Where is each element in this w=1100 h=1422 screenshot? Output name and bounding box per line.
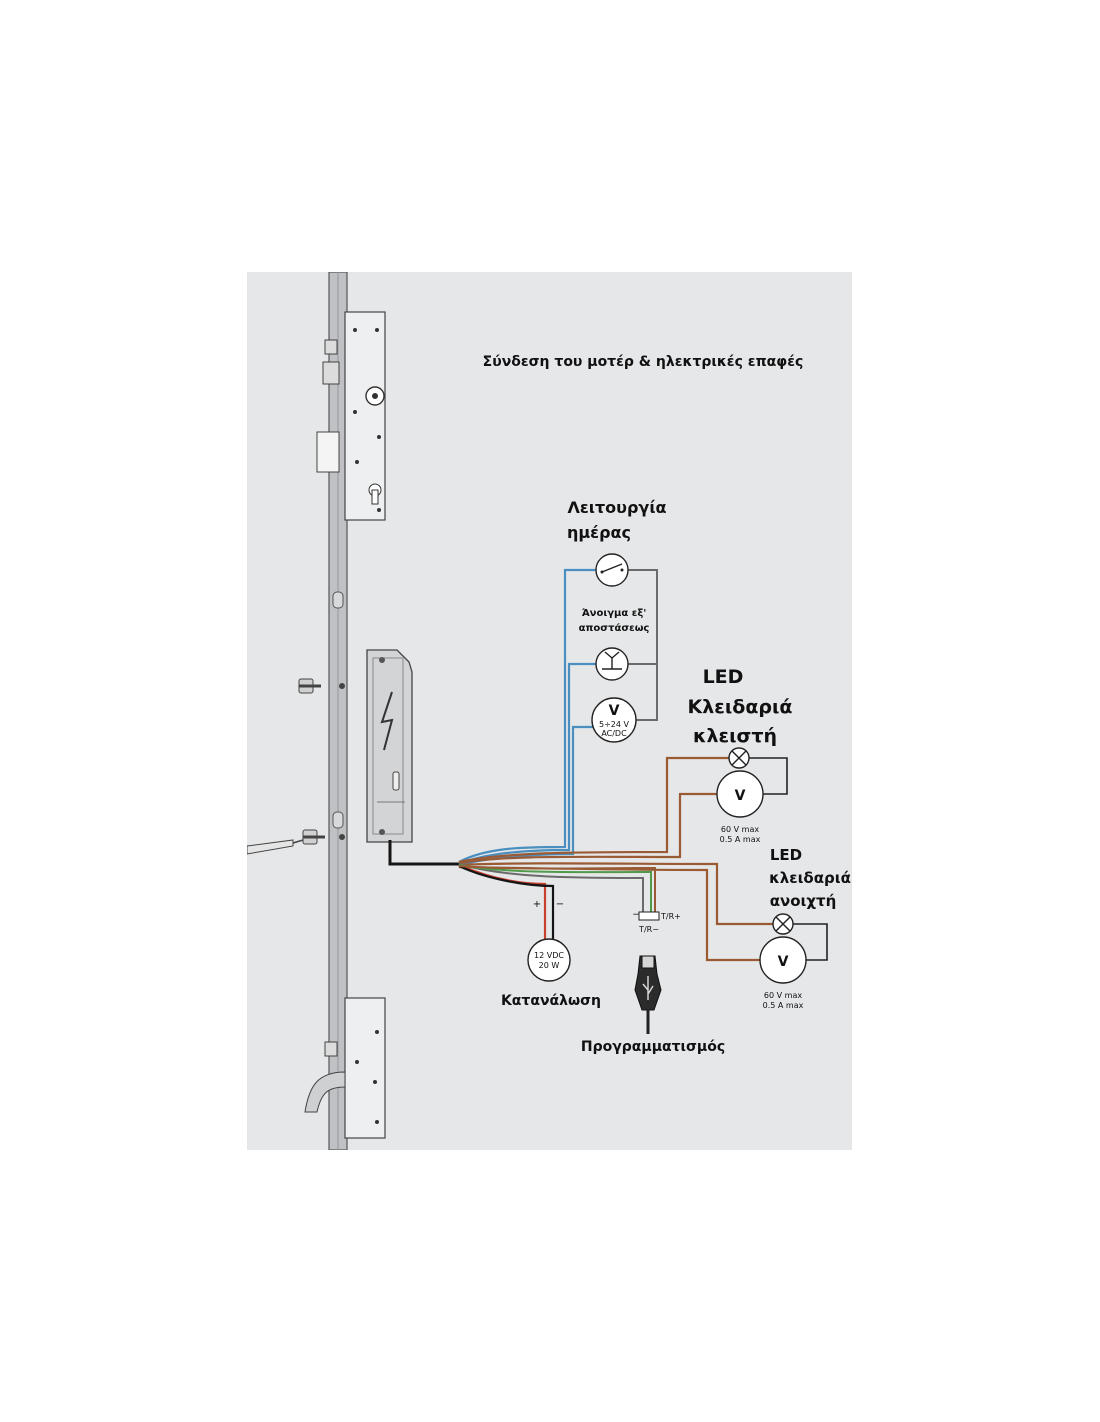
switch-icon	[595, 553, 629, 587]
consumption-label: Κατανάλωση	[501, 993, 601, 1009]
voltmeter-icon: V 5÷24 V AC/DC	[591, 697, 637, 743]
remote-label-2: αποστάσεως	[579, 622, 650, 634]
day-mode-label-1: Λειτουργία	[567, 498, 666, 517]
led-open-v: V	[778, 954, 789, 970]
diagram-panel: V 5÷24 V AC/DC V 60 V max 0.5 A max V 60…	[247, 272, 852, 1150]
led-open-rating1: 60 V max	[764, 991, 802, 1000]
led-closed-label-3: κλειστή	[693, 725, 777, 747]
led-closed-v: V	[735, 788, 746, 804]
programming-label: Προγραμματισμός	[581, 1039, 725, 1055]
upper-lock-case	[316, 311, 386, 521]
motor-unit	[366, 649, 413, 843]
led-open-label-3: ανοιχτή	[770, 892, 837, 910]
supply-wires	[458, 863, 555, 940]
led-open-label-2: κλειδαριά	[769, 869, 851, 887]
input-return-wires	[619, 569, 658, 721]
wiring-diagram: V 5÷24 V AC/DC V 60 V max 0.5 A max V 60…	[247, 272, 851, 1150]
power-supply-icon: 12 VDC 20 W	[527, 938, 571, 982]
led-closed-label-2: Κλειδαριά	[688, 696, 793, 718]
lower-lock-case	[304, 997, 386, 1139]
led-closed-label-1: LED	[703, 666, 744, 688]
input-range: 5÷24 V	[599, 720, 630, 729]
screw-icon	[302, 829, 345, 845]
lamp-icon	[728, 747, 750, 769]
led-open-label-1: LED	[770, 846, 802, 864]
tr-minus-sign: −	[632, 910, 640, 920]
diagram-title: Σύνδεση του μοτέρ & ηλεκτρικές επαφές	[483, 354, 804, 370]
supply-rating1: 12 VDC	[534, 951, 564, 960]
led-open-return	[793, 923, 828, 961]
voltmeter-icon: V	[716, 770, 764, 818]
supply-rating2: 20 W	[539, 961, 560, 970]
day-mode-label-2: ημέρας	[567, 523, 631, 542]
supply-plus: +	[533, 899, 541, 910]
tr-minus: T/R−	[638, 925, 659, 934]
lock-faceplate	[328, 272, 348, 1150]
led-closed-rating1: 60 V max	[721, 825, 759, 834]
programming-wires	[458, 863, 656, 912]
screwdriver-icon	[247, 839, 304, 855]
led-closed-wires	[458, 756, 729, 865]
lightning-icon	[380, 691, 394, 751]
push-button-icon	[595, 647, 629, 681]
remote-label-1: Άνοιγμα εξ'	[582, 607, 647, 619]
input-type: AC/DC	[601, 729, 627, 738]
led-open-rating2: 0.5 A max	[763, 1001, 804, 1010]
supply-minus: −	[556, 899, 564, 910]
programming-connector	[638, 911, 660, 921]
led-closed-rating2: 0.5 A max	[720, 835, 761, 844]
screw-icon	[298, 678, 345, 694]
main-cable	[388, 840, 459, 866]
voltmeter-icon: V	[759, 936, 807, 984]
tr-plus: T/R+	[660, 912, 681, 921]
lamp-icon	[772, 913, 794, 935]
led-closed-return	[749, 757, 788, 795]
usb-icon	[634, 955, 662, 1034]
input-v: V	[609, 703, 620, 719]
